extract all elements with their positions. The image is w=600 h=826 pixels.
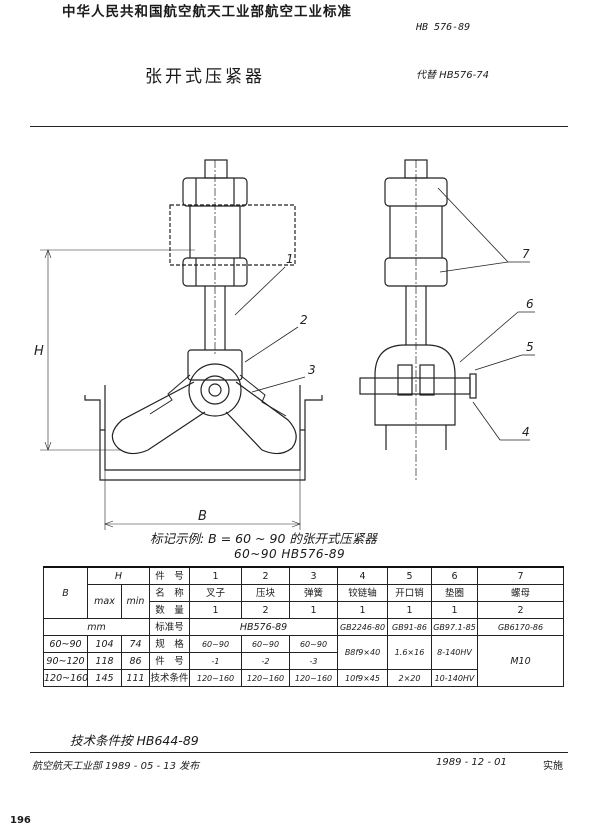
spec-p3: 60~90 [289, 635, 338, 653]
spec-p2: 120~160 [241, 669, 290, 687]
row-hmax: 145 [87, 669, 122, 687]
part-qty: 2 [477, 601, 564, 619]
row-label-tech: 技术条件 [149, 669, 190, 687]
row-b: 90~120 [43, 652, 88, 670]
callout-2: 2 [300, 313, 308, 327]
part-no: 5 [387, 566, 432, 585]
part-name: 压块 [241, 584, 290, 602]
row-b: 60~90 [43, 635, 88, 653]
row-hmin: 74 [121, 635, 150, 653]
technical-drawing: 1 2 3 4 5 6 7 H B [34, 159, 535, 530]
spec-p1: -1 [189, 652, 242, 670]
row-label-part-no-mid: 件 号 [149, 652, 190, 670]
top-rule [30, 126, 568, 127]
implement-word: 实施 [543, 761, 563, 772]
col-hmin-header: min [121, 584, 150, 619]
hinge-circle [188, 363, 242, 417]
part-qty: 1 [337, 601, 388, 619]
part-name: 叉子 [189, 584, 242, 602]
technical-conditions: 技术条件按 HB644-89 [70, 733, 199, 748]
part-no: 4 [337, 566, 388, 585]
row-label-spec: 规 格 [149, 635, 190, 653]
part-no: 2 [241, 566, 290, 585]
row-hmax: 104 [87, 635, 122, 653]
callout-5: 5 [526, 340, 534, 354]
col-hmax-header: max [87, 584, 122, 619]
standard-hb: HB576-89 [189, 618, 338, 636]
callout-1: 1 [286, 252, 294, 266]
part-qty: 1 [387, 601, 432, 619]
spec-p1: 60~90 [189, 635, 242, 653]
callout-4: 4 [522, 425, 530, 439]
part-no: 6 [431, 566, 478, 585]
marking-code: 60~90 HB576-89 [234, 547, 346, 561]
workpiece-outline [169, 204, 296, 266]
clamp-base-left-view [84, 395, 323, 481]
row-hmin: 111 [121, 669, 150, 687]
spec-p1: 120~160 [189, 669, 242, 687]
part-qty: 1 [189, 601, 242, 619]
part-name: 开口销 [387, 584, 432, 602]
spec-p3: 120~160 [289, 669, 338, 687]
spec-p2: -2 [241, 652, 290, 670]
row-label-standard: 标准号 [149, 618, 190, 636]
spec-p2: 60~90 [241, 635, 290, 653]
part-no: 7 [477, 566, 564, 585]
part-name: 铰链轴 [337, 584, 388, 602]
row-hmin: 86 [121, 652, 150, 670]
part-qty: 1 [431, 601, 478, 619]
row-label-part-no: 件 号 [149, 566, 190, 585]
standard-4: GB2246-80 [337, 618, 388, 636]
spec-p6a: 8-140HV [431, 635, 478, 670]
part-no: 3 [289, 566, 338, 585]
callout-6: 6 [526, 297, 534, 311]
callout-7: 7 [522, 247, 530, 261]
row-label-qty: 数 量 [149, 601, 190, 619]
standard-6: GB97.1-85 [431, 618, 478, 636]
row-label-name: 名 称 [149, 584, 190, 602]
bolt-top [204, 159, 228, 179]
hinge-pin [359, 377, 471, 395]
spec-p5a: 1.6×16 [387, 635, 432, 670]
spec-p3: -3 [289, 652, 338, 670]
standard-7: GB6170-86 [477, 618, 564, 636]
left-arm [111, 381, 206, 455]
spec-table: B H 件 号 1 2 3 4 5 6 7 max min 名 称 叉子 压块 … [43, 566, 564, 687]
org-header: 中华人民共和国航空航天工业部航空工业标准 [62, 4, 352, 20]
part-qty: 2 [241, 601, 290, 619]
clamp-frame [104, 385, 301, 471]
bottom-rule [30, 752, 568, 753]
dimension-b-label: B [198, 509, 207, 524]
spec-p4b: 10f9×45 [337, 669, 388, 687]
standard-number: HB 576-89 [416, 22, 471, 33]
standard-5: GB91-86 [387, 618, 432, 636]
spec-p5b: 2×20 [387, 669, 432, 687]
fork-side [374, 344, 456, 426]
dimension-h-label: H [34, 344, 44, 359]
spec-p6b: 10-140HV [431, 669, 478, 687]
part-name: 弹簧 [289, 584, 338, 602]
spec-p7: M10 [477, 635, 564, 687]
issue-date: 航空航天工业部 1989 - 05 - 13 发布 [32, 761, 200, 772]
part-name: 垫圈 [431, 584, 478, 602]
part-name: 螺母 [477, 584, 564, 602]
col-b-header: B [43, 566, 88, 619]
right-arm [225, 381, 297, 455]
part-qty: 1 [289, 601, 338, 619]
callout-3: 3 [308, 363, 316, 377]
spec-p4a: B8f9×40 [337, 635, 388, 670]
implement-date: 1989 - 12 - 01 [436, 757, 507, 768]
row-hmax: 118 [87, 652, 122, 670]
unit-cell: mm [43, 618, 150, 636]
col-h-header: H [87, 566, 150, 585]
page-number: 196 [10, 815, 31, 826]
part-no: 1 [189, 566, 242, 585]
replaces-note: 代替 HB576-74 [416, 70, 489, 81]
marking-example: 标记示例: B = 60 ~ 90 的张开式压紧器 [150, 531, 377, 546]
page-title: 张开式压紧器 [145, 67, 265, 87]
row-b: 120~160 [43, 669, 88, 687]
